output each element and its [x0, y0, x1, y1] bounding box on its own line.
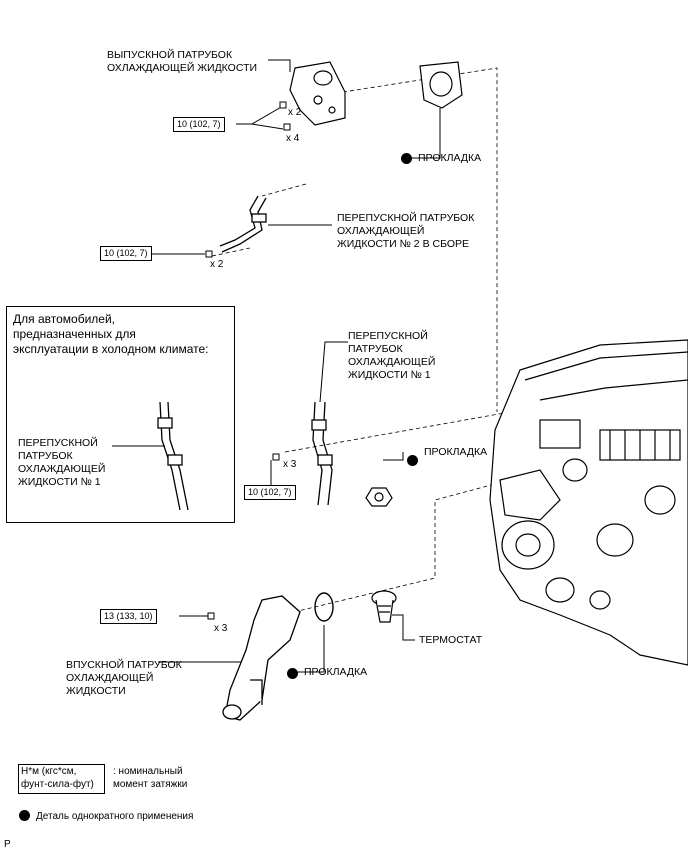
bypass1-leader	[319, 341, 348, 403]
bypass-pipe-2-part	[219, 195, 267, 253]
gasket-mid-leader	[383, 452, 404, 461]
label-coolant-inlet-line1: ВПУСКНОЙ ПАТРУБОК	[66, 659, 182, 671]
cold-climate-box	[6, 306, 235, 523]
label-bypass-pipe-1-box-line2: ПАТРУБОК	[18, 450, 73, 462]
gasket-top-leader	[410, 108, 441, 159]
legend-torque-box	[18, 764, 105, 794]
label-gasket-bottom: ПРОКЛАДКА	[304, 666, 368, 678]
label-coolant-inlet-line3: ЖИДКОСТИ	[66, 685, 126, 697]
torque-bypass2: 10 (102, 7)	[100, 246, 152, 261]
qty-outlet-a: x 2	[288, 107, 302, 118]
torque-inlet: 13 (133, 10)	[100, 609, 157, 624]
gasket-top-part	[419, 61, 463, 109]
label-coolant-outlet-line2: ОХЛАЖДАЮЩЕЙ ЖИДКОСТИ	[107, 62, 258, 74]
alignment-dash-4	[284, 411, 511, 453]
label-thermostat: ТЕРМОСТАТ	[419, 634, 483, 646]
legend-torque-unit: Н*м (кгс*см, фунт-сила-фут)	[21, 766, 94, 791]
torque-bypass1: 10 (102, 7)	[244, 485, 296, 500]
legend-torque-desc: : номинальный момент затяжки	[113, 766, 187, 791]
label-bypass-pipe-2-line1: ПЕРЕПУСКНОЙ ПАТРУБОК	[337, 212, 475, 224]
label-bypass-pipe-1-line1: ПЕРЕПУСКНОЙ	[348, 330, 428, 342]
coolant-outlet-part	[289, 61, 346, 126]
torque-outlet-leader	[236, 105, 284, 130]
legend-torque-desc-line2: момент затяжки	[113, 778, 188, 790]
gasket-bottom-leader	[296, 625, 325, 673]
cold-climate-line2: предназначенных для	[13, 327, 136, 341]
label-coolant-outlet-line1: ВЫПУСКНОЙ ПАТРУБОК	[107, 49, 233, 61]
label-gasket-top: ПРОКЛАДКА	[418, 152, 482, 164]
alignment-dash-3	[211, 247, 251, 257]
qty-bypass2: x 2	[210, 259, 224, 270]
label-bypass-pipe-1: ПЕРЕПУСКНОЙ ПАТРУБОК ОХЛАЖДАЮЩЕЙ ЖИДКОСТ…	[348, 330, 435, 382]
cold-climate-line3: эксплуатации в холодном климате:	[13, 342, 209, 356]
label-bypass-pipe-1-line2: ПАТРУБОК	[348, 343, 403, 355]
gasket-mid-part	[365, 487, 393, 507]
alignment-dash-1	[342, 67, 498, 412]
legend-torque-unit-line2: фунт-сила-фут)	[21, 778, 94, 790]
qty-outlet-b: x 4	[286, 133, 300, 144]
label-coolant-inlet: ВПУСКНОЙ ПАТРУБОК ОХЛАЖДАЮЩЕЙ ЖИДКОСТИ	[66, 659, 182, 698]
label-bypass-pipe-1-box-line3: ОХЛАЖДАЮЩЕЙ	[18, 463, 106, 475]
qty-inlet: x 3	[214, 623, 228, 634]
alignment-dash-2	[261, 183, 307, 197]
bypass-pipe-1-box-part	[157, 401, 189, 511]
cold-climate-heading: Для автомобилей, предназначенных для экс…	[13, 312, 208, 357]
alignment-dash-5	[293, 479, 511, 613]
qty-bypass1: x 3	[283, 459, 297, 470]
coolant-inlet-part	[222, 595, 301, 721]
label-coolant-inlet-line2: ОХЛАЖДАЮЩЕЙ	[66, 672, 154, 684]
outlet-leader	[268, 59, 291, 72]
label-bypass-pipe-2: ПЕРЕПУСКНОЙ ПАТРУБОК ОХЛАЖДАЮЩЕЙ ЖИДКОСТ…	[337, 212, 474, 251]
thermostat-leader	[392, 614, 415, 641]
nonreusable-marker-mid	[407, 455, 418, 466]
engine-block	[489, 339, 688, 666]
legend-torque-unit-line1: Н*м (кгс*см,	[21, 766, 77, 777]
legend-nonreusable-text: Деталь однократного применения	[36, 811, 194, 822]
label-bypass-pipe-1-line3: ОХЛАЖДАЮЩЕЙ	[348, 356, 436, 368]
bolts	[205, 101, 291, 620]
legend-nonreusable-marker	[19, 810, 30, 821]
bypass-pipe-1-part	[311, 401, 333, 506]
label-bypass-pipe-1-box-line1: ПЕРЕПУСКНОЙ	[18, 437, 98, 449]
label-coolant-outlet: ВЫПУСКНОЙ ПАТРУБОК ОХЛАЖДАЮЩЕЙ ЖИДКОСТИ	[107, 49, 257, 75]
label-bypass-pipe-2-line2: ОХЛАЖДАЮЩЕЙ	[337, 225, 425, 237]
page-marker: P	[4, 839, 11, 850]
nonreusable-marker-top	[401, 153, 412, 164]
torque-outlet: 10 (102, 7)	[173, 117, 225, 132]
legend-torque-desc-line1: : номинальный	[113, 766, 183, 777]
label-bypass-pipe-1-box-line4: ЖИДКОСТИ № 1	[18, 476, 101, 488]
gasket-oring-part	[314, 592, 334, 622]
label-bypass-pipe-2-line3: ЖИДКОСТИ № 2 В СБОРЕ	[337, 238, 470, 250]
nonreusable-marker-bottom	[287, 668, 298, 679]
label-gasket-mid: ПРОКЛАДКА	[424, 446, 488, 458]
label-bypass-pipe-1-line4: ЖИДКОСТИ № 1	[348, 369, 431, 381]
cold-climate-line1: Для автомобилей,	[13, 312, 115, 326]
label-bypass-pipe-1-box: ПЕРЕПУСКНОЙ ПАТРУБОК ОХЛАЖДАЮЩЕЙ ЖИДКОСТ…	[18, 437, 105, 489]
thermostat-part	[371, 590, 397, 623]
